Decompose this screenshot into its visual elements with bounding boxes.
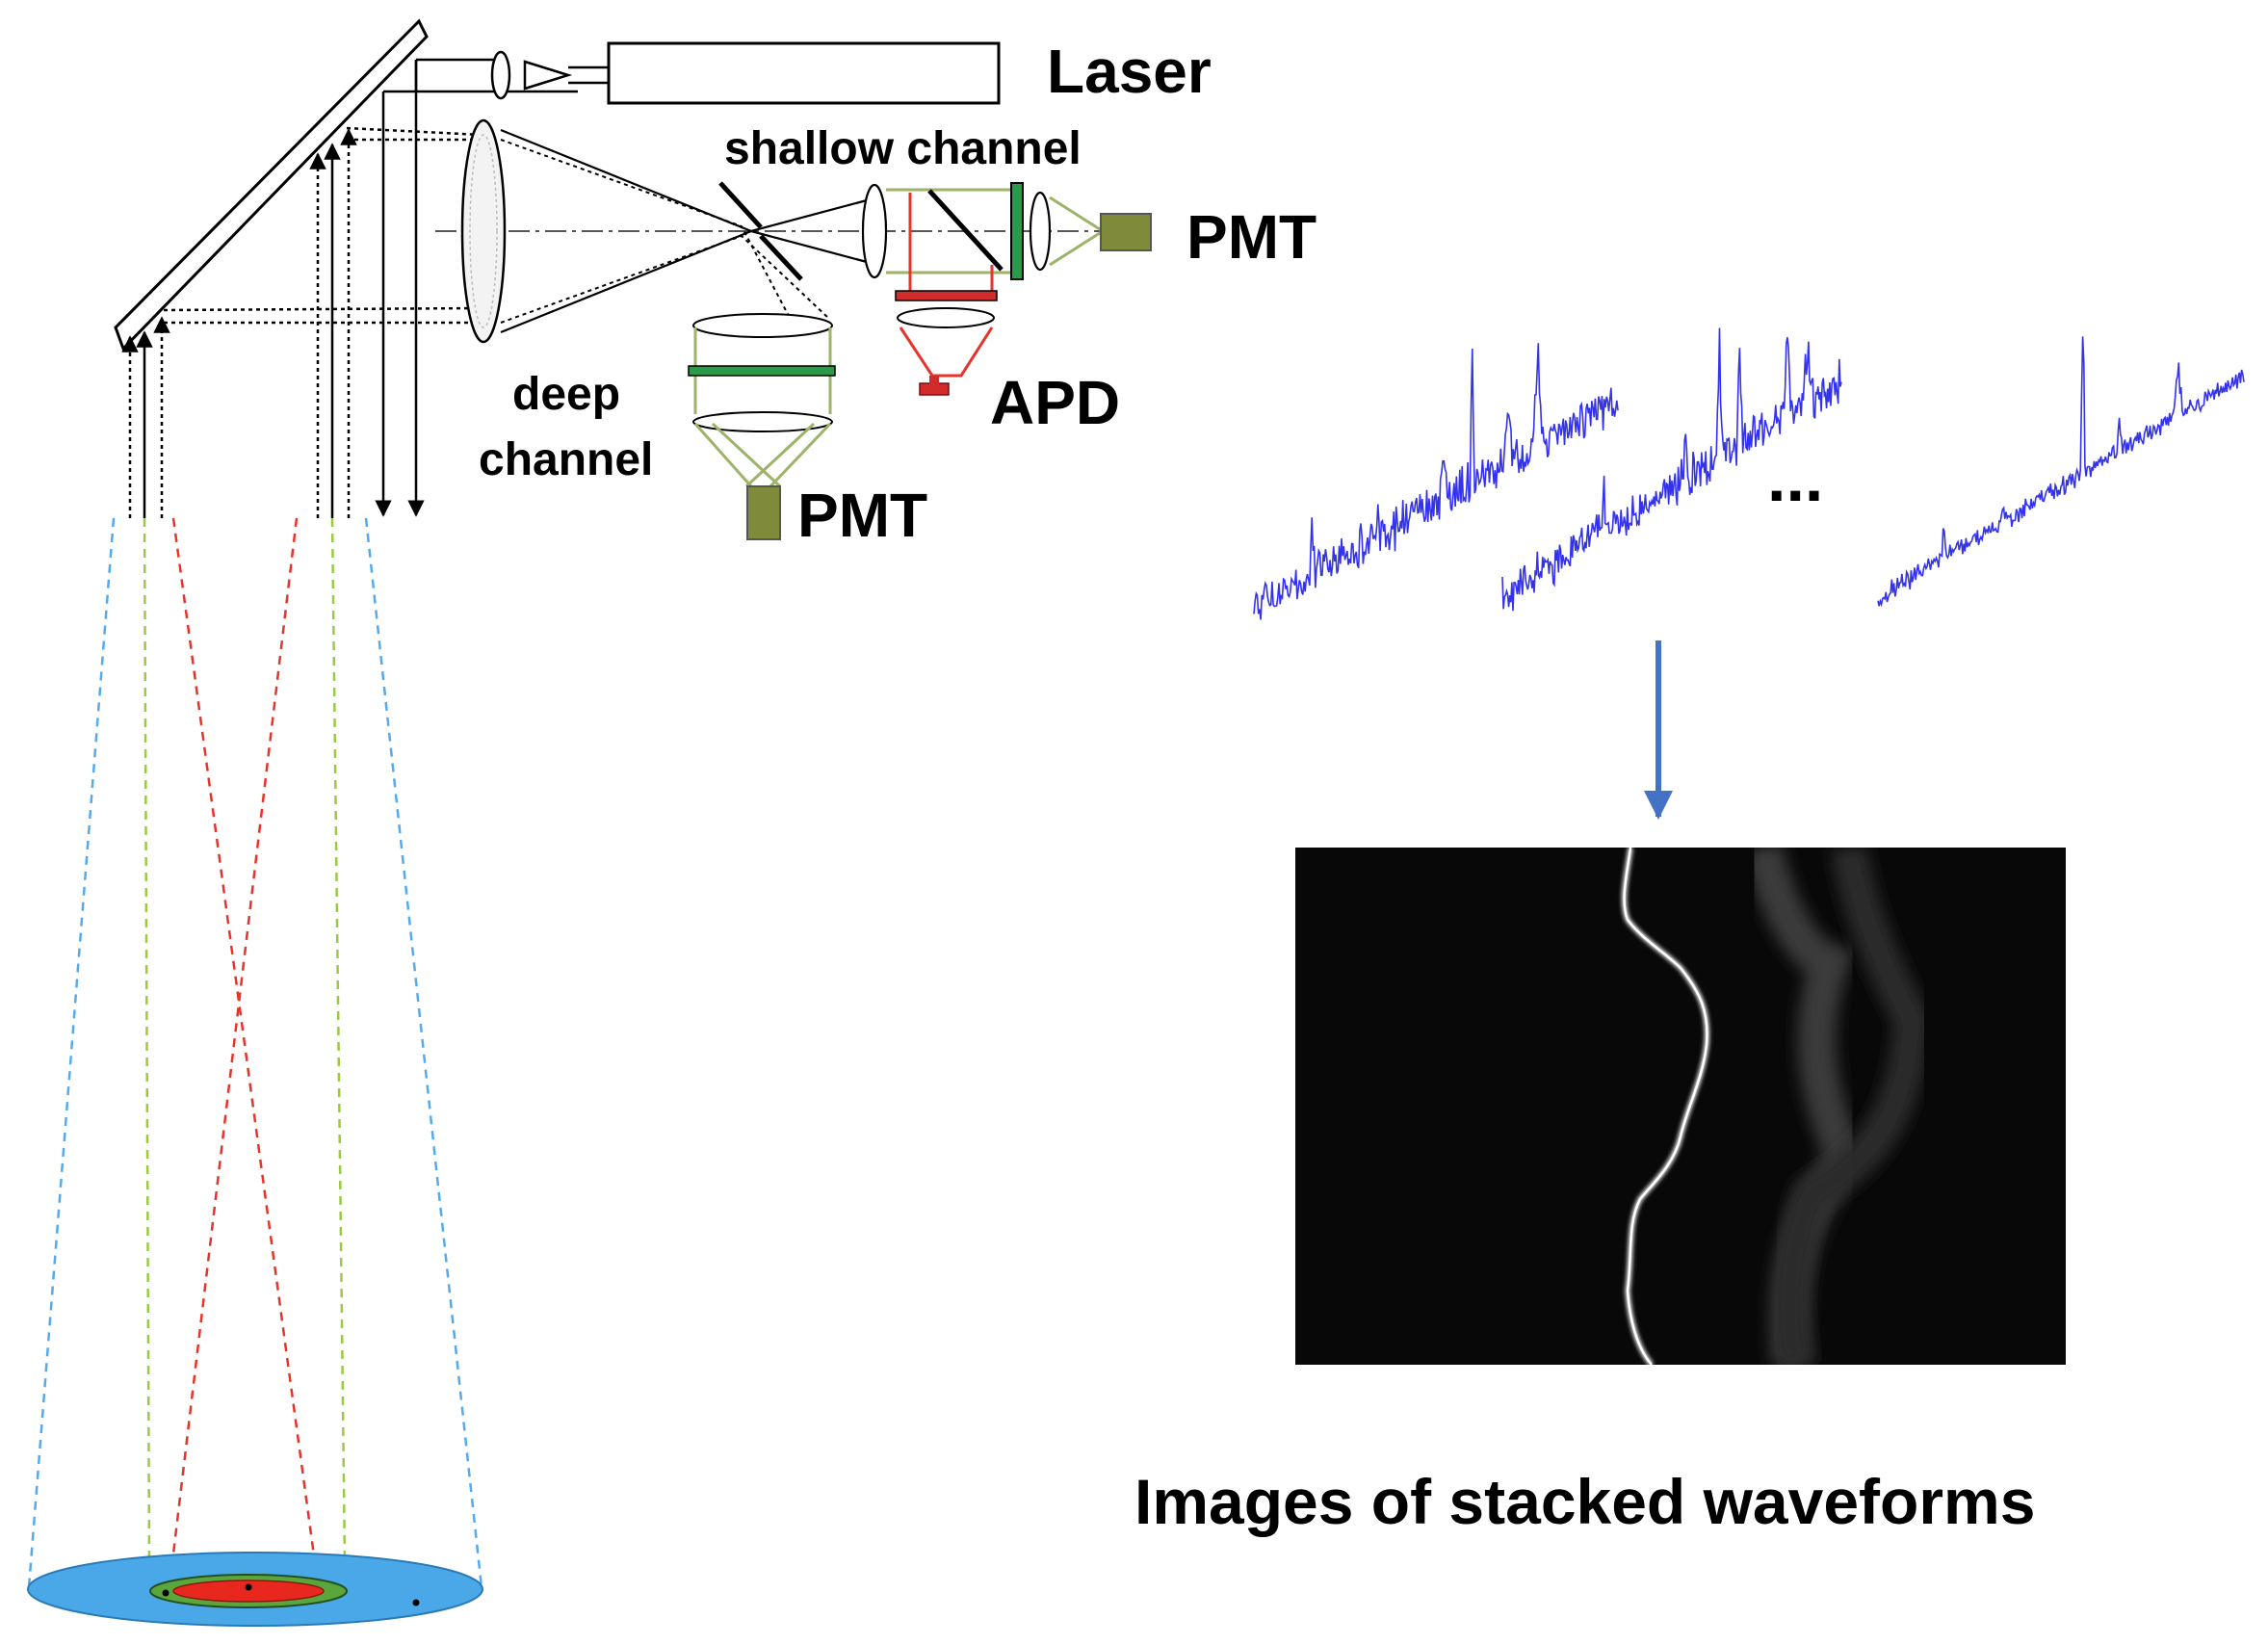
caption: Images of stacked waveforms [1134,1466,2035,1537]
waveform-1 [1253,343,1619,620]
deep-channel-optics [688,313,836,540]
pmt-detector-right [1100,213,1152,251]
label-channel: channel [479,434,653,485]
laser-box [607,41,1001,105]
label-pmt-bottom: PMT [797,481,927,550]
field-of-view-cones [27,517,483,1588]
label-deep: deep [512,369,620,420]
ground-footprint [27,1552,483,1627]
apd-branch [895,193,998,396]
waveform-traces [1253,327,2245,620]
ellipsis: ... [1767,440,1823,515]
label-shallow-channel: shallow channel [724,123,1082,174]
pmt-detector-bottom [746,485,781,540]
stacked-waveform-image [1295,848,2066,1365]
label-laser: Laser [1047,37,1212,106]
waveform-2 [1501,327,1842,612]
telescope-lens [460,118,507,344]
waveform-3 [1877,336,2245,608]
label-pmt-right: PMT [1186,202,1316,272]
shallow-channel-optics [861,182,1152,280]
label-apd: APD [990,368,1120,437]
scan-mirror [114,18,429,352]
optical-system: Laser shallow channel PMT APD deep chann… [114,18,1316,550]
beam-expander-lens [490,50,511,100]
